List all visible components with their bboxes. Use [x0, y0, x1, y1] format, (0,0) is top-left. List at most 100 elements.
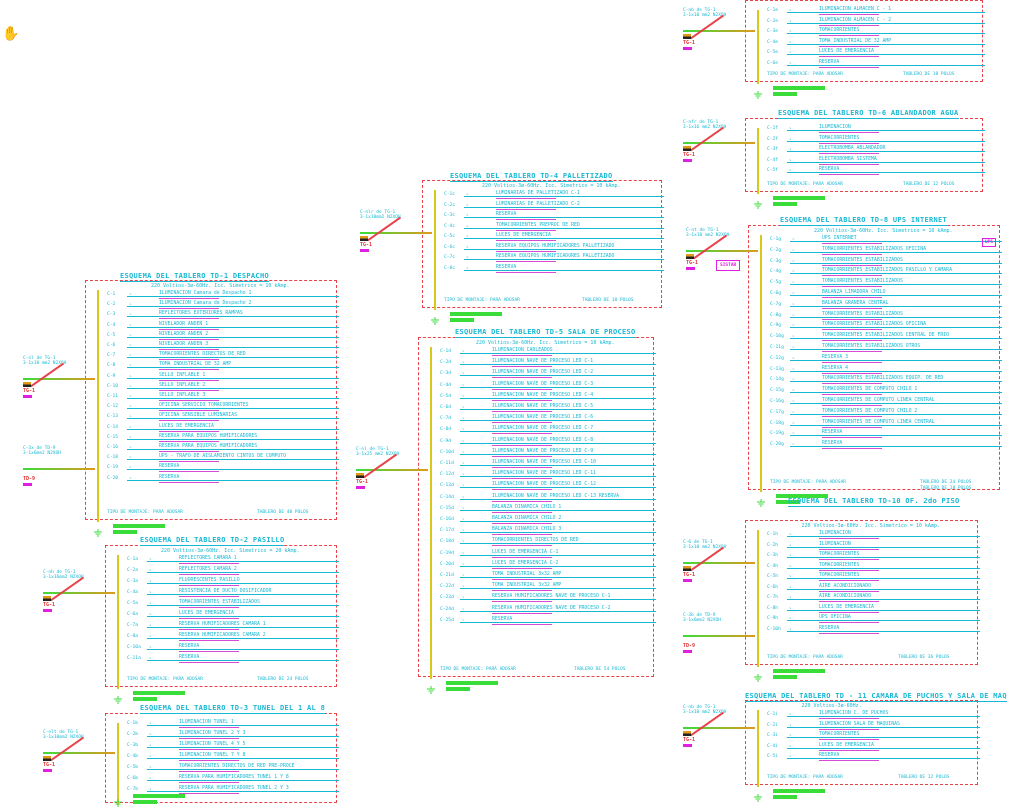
circuit-row[interactable]: C-7g∿BALANZA GRANERA CENTRAL [770, 301, 1002, 310]
circuit-row[interactable]: C-17g∿TOMACORRIENTES DE COMPUTO CHILO 2 [770, 409, 1002, 418]
tg-tag[interactable]: TG-1 [686, 260, 698, 270]
tg-tag[interactable]: TG-1 [683, 152, 695, 162]
tg-tag[interactable]: TG-1 [23, 388, 35, 398]
tg-tag-2[interactable]: TD-9 [683, 643, 695, 653]
circuit-row[interactable]: C-15d∿BALANZA DINAMICA CHILO 1 [440, 505, 656, 514]
circuit-row[interactable]: C-1b∿ILUMINACION TUNEL 1 [127, 720, 339, 729]
circuit-row[interactable]: C-7a∿RESERVA HUMIFICADORES CAMARA 1 [127, 622, 339, 631]
circuit-row[interactable]: C-5e∿LUCES DE EMERGENCIA [767, 49, 985, 58]
circuit-row[interactable]: C-1h∿ILUMINACION [767, 531, 980, 540]
circuit-row[interactable]: C-2a∿REFLECTORES CAMARA 2 [127, 567, 339, 576]
circuit-row[interactable]: C-6a∿LUCES DE EMERGENCIA [127, 611, 339, 620]
circuit-row[interactable]: C-12g∿RESERVA 3 [770, 355, 1002, 364]
circuit-row[interactable]: C-3g∿TOMACORRIENTES ESTABILIZADOS [770, 258, 1002, 267]
circuit-row[interactable]: C-13∿OFICINA SENSIBLE LUMINARIAS [107, 413, 339, 422]
panel-box-td11[interactable] [745, 700, 978, 785]
circuit-row[interactable]: C-5a∿TOMACORRIENTES ESTABILIZADOS [127, 600, 339, 609]
circuit-row[interactable]: C-6c∿RESERVA EQUIPOS HUMIFICADORES PALLE… [444, 244, 664, 253]
circuit-row[interactable]: C-1d∿ILUMINACION CARLEADOS [440, 348, 656, 357]
circuit-row[interactable]: C-7d∿ILUMINACION NAVE DE PROCESO LED C-6 [440, 415, 656, 424]
circuit-row[interactable]: C-3a∿FLUORESCENTES PASILLO [127, 578, 339, 587]
circuit-row[interactable]: C-1c∿LUMINARIAS DE PALLETIZADO C-1 [444, 191, 664, 200]
circuit-row[interactable]: C-18d∿TOMACORRIENTES DIRECTOS DE RED [440, 538, 656, 547]
circuit-row[interactable]: C-23d∿RESERVA HUMIFICADORES NAVE DE PROC… [440, 594, 656, 603]
circuit-row[interactable]: C-3d∿ILUMINACION NAVE DE PROCESO LED C-2 [440, 370, 656, 379]
tg-tag[interactable]: TG-1 [43, 762, 55, 772]
circuit-row[interactable]: C-10d∿ILUMINACION NAVE DE PROCESO LED C-… [440, 449, 656, 458]
tg-tag[interactable]: TG-1 [683, 737, 695, 747]
circuit-row[interactable]: C-2f∿TOMACORRIENTES [767, 136, 985, 145]
ups-box[interactable]: UPS [982, 238, 997, 247]
circuit-row[interactable]: C-4h∿TOMACORRIENTES [767, 563, 980, 572]
circuit-row[interactable]: C-4d∿ILUMINACION NAVE DE PROCESO LED C-3 [440, 382, 656, 391]
circuit-row[interactable]: C-5h∿TOMACORRIENTES [767, 573, 980, 582]
circuit-row[interactable]: C-7c∿RESERVA EQUIPOS HUMIFICADORES PALLE… [444, 254, 664, 263]
panel-box-td1[interactable] [85, 280, 337, 520]
circuit-row[interactable]: C-17d∿BALANZA DINAMICA CHILO 3 [440, 527, 656, 536]
circuit-row[interactable]: C-14d∿ILUMINACION NAVE DE PROCESO LED C-… [440, 494, 656, 503]
circuit-row[interactable]: C-6d∿ILUMINACION NAVE DE PROCESO LED C-5 [440, 404, 656, 413]
circuit-row[interactable]: C-18∿UPS - TRAFO DE AISLAMIENTO CINTOS D… [107, 454, 339, 463]
circuit-row[interactable]: C-25d∿RESERVA [440, 617, 656, 626]
tg-tag[interactable]: TG-1 [683, 572, 695, 582]
circuit-row[interactable]: C-21d∿TOMA INDUSTRIAL 3x32 AMP [440, 572, 656, 581]
circuit-row[interactable]: C-4c∿TOMACORRIENTES PREPROC DE RED [444, 223, 664, 232]
circuit-row[interactable]: C-3h∿TOMACORRIENTES [767, 552, 980, 561]
circuit-row[interactable]: C-10h∿RESERVA [767, 626, 980, 635]
circuit-row[interactable]: C-5∿NIVELADOR ANDEN 2 [107, 332, 339, 341]
circuit-row[interactable]: C-1a∿REFLECTORES CAMARA 1 [127, 556, 339, 565]
circuit-row[interactable]: C-8c∿RESERVA [444, 265, 664, 274]
circuit-row[interactable]: C-6g∿BALANZA LIMADORA CHILO [770, 290, 1002, 299]
circuit-row[interactable]: C-8∿TOMA INDUSTRIAL DE 32 AMP [107, 362, 339, 371]
circuit-row[interactable]: C-5c∿LUCES DE EMERGENCIA [444, 233, 664, 242]
circuit-row[interactable]: C-9∿SELLO INFLABLE 1 [107, 373, 339, 382]
circuit-row[interactable]: C-2d∿ILUMINACION NAVE DE PROCESO LED C-1 [440, 359, 656, 368]
circuit-row[interactable]: C-20∿RESERVA [107, 475, 339, 484]
circuit-row[interactable]: C-19d∿LUCES DE EMERGENCIA C-1 [440, 550, 656, 559]
circuit-row[interactable]: C-3i∿TOMACORRIENTES [767, 732, 980, 741]
circuit-row[interactable]: C-15∿RESERVA PARA EQUIPOS HUMIFICADORES [107, 434, 339, 443]
circuit-row[interactable]: C-19∿RESERVA [107, 464, 339, 473]
circuit-row[interactable]: C-13g∿RESERVA 4 [770, 366, 1002, 375]
panel-box-tda[interactable] [745, 0, 983, 82]
circuit-row[interactable]: C-24d∿RESERVA HUMIFICADORES NAVE DE PROC… [440, 606, 656, 615]
circuit-row[interactable]: C-11∿SELLO INFLABLE 3 [107, 393, 339, 402]
circuit-row[interactable]: C-4f∿ELECTROBOMBA SISTEMA [767, 157, 985, 166]
circuit-row[interactable]: C-7h∿AIRE ACONDICIONADO [767, 594, 980, 603]
circuit-row[interactable]: C-5f∿RESERVA [767, 167, 985, 176]
circuit-row[interactable]: C-3f∿ELECTROBOMBA ABLANDADOR [767, 146, 985, 155]
circuit-row[interactable]: C-19g∿RESERVA [770, 430, 1002, 439]
circuit-row[interactable]: C-9h∿UPS OFICINA [767, 615, 980, 624]
circuit-row[interactable]: C-14∿LUCES DE EMERGENCIA [107, 424, 339, 433]
circuit-row[interactable]: C-22d∿TOMA INDUSTRIAL 3x32 AMP [440, 583, 656, 592]
circuit-row[interactable]: C-5d∿ILUMINACION NAVE DE PROCESO LED C-4 [440, 393, 656, 402]
circuit-row[interactable]: C-1∿ILUMINACION Camara de Despacho 1 [107, 291, 339, 300]
circuit-row[interactable]: C-4g∿TOMACORRIENTES ESTABILIZADOS PASILL… [770, 268, 1002, 277]
circuit-row[interactable]: C-4i∿LUCES DE EMERGENCIA [767, 743, 980, 752]
circuit-row[interactable]: C-7b∿RESERVA PARA HUMIFICADORES TUNEL 2 … [127, 786, 339, 795]
circuit-row[interactable]: C-7∿TOMACORRIENTES DIRECTOS DE RED [107, 352, 339, 361]
circuit-row[interactable]: C-15g∿TOMACORRIENTES DE COMPUTO CHILO 1 [770, 387, 1002, 396]
circuit-row[interactable]: C-20d∿LUCES DE EMERGENCIA C-2 [440, 561, 656, 570]
circuit-row[interactable]: C-2g∿TOMACORRIENTES ESTABILIZADOS OFICIN… [770, 247, 1002, 256]
circuit-row[interactable]: C-16∿RESERVA PARA EQUIPOS HUMIFICADORES [107, 444, 339, 453]
circuit-row[interactable]: C-2e∿ILUMINACION ALMACEN C - 2 [767, 18, 985, 27]
circuit-row[interactable]: C-16d∿BALANZA DINAMICA CHILO 2 [440, 516, 656, 525]
circuit-row[interactable]: C-2c∿LUMINARIAS DE PALLETIZADO C-2 [444, 202, 664, 211]
circuit-row[interactable]: C-18g∿TOMACORRIENTES DE COMPUTO LINEA CE… [770, 420, 1002, 429]
circuit-row[interactable]: C-8g∿TOMACORRIENTES ESTABILIZADOS [770, 312, 1002, 321]
circuit-row[interactable]: C-11a∿RESERVA [127, 655, 339, 664]
circuit-row[interactable]: C-13d∿ILUMINACION NAVE DE PROCESO LED C-… [440, 482, 656, 491]
tg-tag[interactable]: TG-1 [356, 479, 368, 489]
circuit-row[interactable]: C-4a∿RESISTENCIA DE DUCTO DOSIFICADOR [127, 589, 339, 598]
circuit-row[interactable]: C-20g∿RESERVA [770, 441, 1002, 450]
tg-tag[interactable]: TG-1 [360, 242, 372, 252]
circuit-row[interactable]: C-10a∿RESERVA [127, 644, 339, 653]
circuit-row[interactable]: C-4b∿ILUMINACION TUNEL 7 Y 8 [127, 753, 339, 762]
tg-tag-2[interactable]: TD-9 [23, 476, 35, 486]
circuit-row[interactable]: C-1g∿UPS INTERNET [770, 236, 1002, 245]
circuit-row[interactable]: C-3c∿RESERVA [444, 212, 664, 221]
circuit-row[interactable]: C-2i∿ILUMINACION SALA DE MAQUINAS [767, 722, 980, 731]
circuit-row[interactable]: C-2h∿ILUMINACION [767, 542, 980, 551]
